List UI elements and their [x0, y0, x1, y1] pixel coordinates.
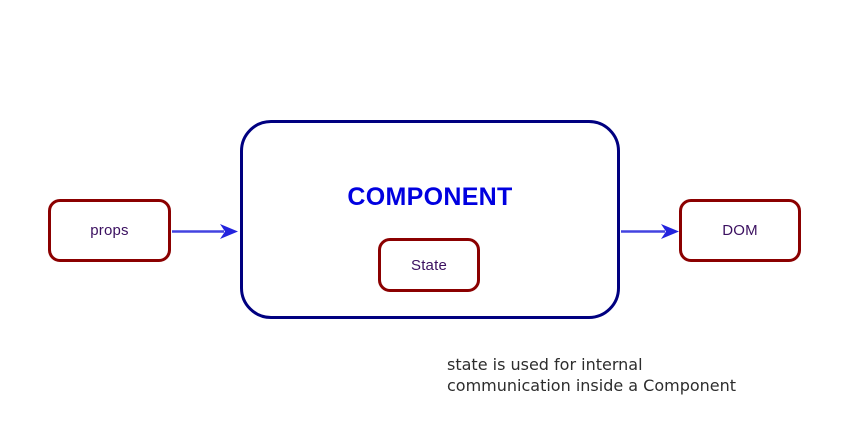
arrow-head	[220, 224, 238, 239]
node-dom[interactable]: DOM	[679, 199, 801, 262]
caption-line-1: state is used for internal	[447, 355, 643, 374]
node-component-label: COMPONENT	[347, 183, 513, 211]
node-state[interactable]: State	[378, 238, 480, 292]
diagram-caption: state is used for internal communication…	[447, 354, 807, 396]
node-dom-label: DOM	[722, 222, 758, 239]
arrow-head	[661, 224, 679, 239]
arrow-props-to-component	[172, 224, 238, 239]
arrow-component-to-dom	[621, 224, 679, 239]
caption-line-2: communication inside a Component	[447, 376, 737, 395]
node-props[interactable]: props	[48, 199, 171, 262]
node-state-label: State	[410, 256, 448, 274]
node-props-label: props	[90, 222, 129, 239]
